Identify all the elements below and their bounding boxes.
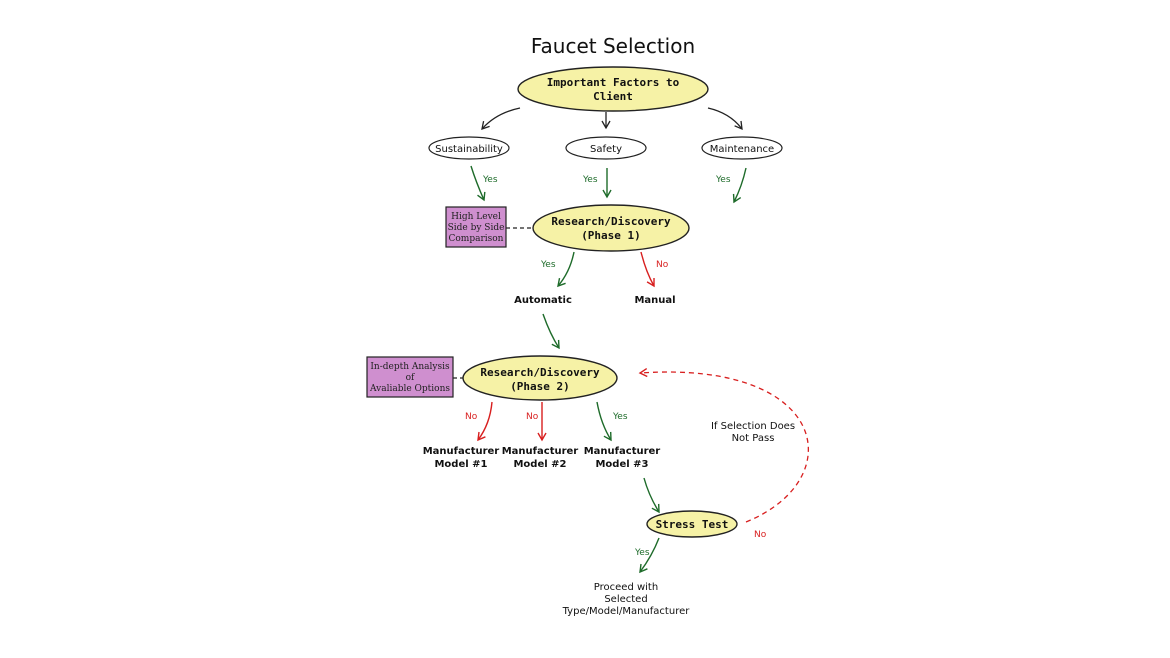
arrow-sustainability-to-phase1 bbox=[470, 165, 486, 202]
node-model3-line1: Manufacturer bbox=[584, 446, 661, 457]
node-important-factors-line2: Client bbox=[593, 90, 633, 103]
loop-note-line1: If Selection Does bbox=[711, 421, 795, 432]
label-yes-automatic: Yes bbox=[540, 260, 556, 270]
arrow-to-maintenance bbox=[707, 107, 743, 131]
node-safety: Safety bbox=[565, 136, 647, 160]
node-proceed-line3: Type/Model/Manufacturer bbox=[562, 606, 691, 617]
label-yes-safety: Yes bbox=[582, 175, 598, 185]
loop-note-line2: Not Pass bbox=[732, 433, 775, 444]
label-no-model2: No bbox=[526, 412, 539, 422]
node-important-factors: Important Factors to Client bbox=[517, 66, 709, 112]
node-safety-label: Safety bbox=[590, 144, 622, 155]
node-research-phase2-line1: Research/Discovery bbox=[480, 366, 600, 379]
note-indepth-line2: of bbox=[406, 373, 415, 383]
node-research-phase2: Research/Discovery (Phase 2) bbox=[462, 355, 618, 401]
node-stress-test-label: Stress Test bbox=[656, 518, 729, 531]
node-proceed-line1: Proceed with bbox=[594, 582, 658, 593]
node-sustainability: Sustainability bbox=[428, 136, 510, 160]
node-model3-line2: Model #3 bbox=[595, 459, 648, 470]
node-stress-test: Stress Test bbox=[646, 510, 738, 538]
node-model2-line1: Manufacturer bbox=[502, 446, 579, 457]
note-indepth-analysis: In-depth Analysis of Avaliable Options bbox=[366, 356, 454, 398]
node-manual: Manual bbox=[634, 295, 675, 306]
arrow-automatic-to-phase2 bbox=[542, 313, 560, 350]
label-yes-proceed: Yes bbox=[634, 548, 650, 558]
arrow-phase2-to-model3 bbox=[596, 401, 612, 442]
note-high-level-line1: High Level bbox=[451, 212, 501, 222]
arrow-to-sustainability bbox=[481, 107, 521, 130]
label-no-loop: No bbox=[754, 530, 767, 540]
note-indepth-line3: Avaliable Options bbox=[369, 384, 450, 394]
note-high-level-comparison: High Level Side by Side Comparison bbox=[445, 206, 507, 248]
arrow-phase1-to-automatic bbox=[557, 251, 575, 288]
node-research-phase1-line2: (Phase 1) bbox=[581, 229, 641, 242]
arrow-model3-to-stress-test bbox=[643, 477, 660, 514]
arrow-stress-test-loop-back bbox=[638, 367, 809, 523]
node-model2-line2: Model #2 bbox=[513, 459, 566, 470]
arrow-stress-test-to-proceed bbox=[639, 537, 660, 574]
node-research-phase1-line1: Research/Discovery bbox=[551, 215, 671, 228]
node-maintenance: Maintenance bbox=[701, 136, 783, 160]
label-no-model1: No bbox=[465, 412, 478, 422]
diagram-title: Faucet Selection bbox=[531, 34, 695, 58]
node-automatic: Automatic bbox=[514, 295, 572, 306]
note-high-level-line3: Comparison bbox=[449, 234, 504, 244]
node-important-factors-line1: Important Factors to bbox=[547, 76, 680, 89]
node-proceed-line2: Selected bbox=[604, 594, 647, 605]
label-yes-model3: Yes bbox=[612, 412, 628, 422]
node-research-phase2-line2: (Phase 2) bbox=[510, 380, 570, 393]
note-high-level-line2: Side by Side bbox=[448, 223, 505, 233]
label-yes-maintenance: Yes bbox=[715, 175, 731, 185]
arrow-phase1-to-manual bbox=[640, 251, 655, 288]
note-indepth-line1: In-depth Analysis bbox=[370, 362, 450, 372]
arrow-maintenance-to-phase1 bbox=[732, 167, 747, 204]
node-sustainability-label: Sustainability bbox=[435, 144, 503, 155]
label-yes-sustainability: Yes bbox=[482, 175, 498, 185]
node-model1-line1: Manufacturer bbox=[423, 446, 500, 457]
node-maintenance-label: Maintenance bbox=[710, 144, 774, 155]
label-no-manual: No bbox=[656, 260, 669, 270]
node-model1-line2: Model #1 bbox=[434, 459, 487, 470]
arrow-phase2-to-model1 bbox=[477, 401, 493, 442]
node-research-phase1: Research/Discovery (Phase 1) bbox=[532, 204, 690, 252]
